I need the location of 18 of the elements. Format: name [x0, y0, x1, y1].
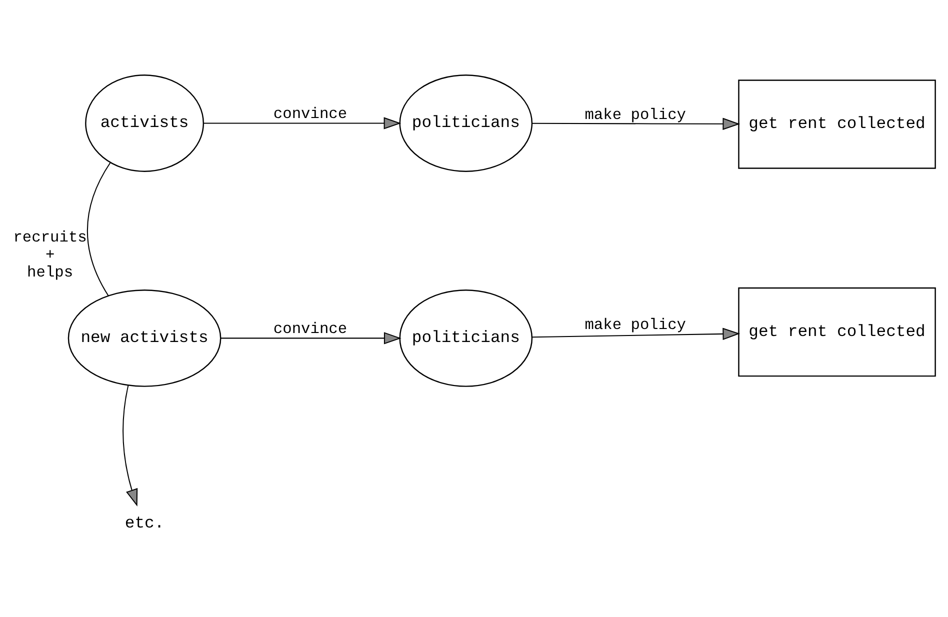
edge-label: convince: [273, 105, 348, 124]
edge-label: convince: [273, 320, 348, 338]
node-box: get rent collected: [738, 80, 936, 169]
arrow: [532, 328, 740, 340]
node-box: get rent collected: [738, 287, 936, 377]
node-ellipse: activists: [85, 74, 204, 172]
node-ellipse: new activists: [68, 289, 222, 387]
edge-label: make policy: [584, 316, 686, 334]
arrow: [532, 118, 740, 130]
node-ellipse: politicians: [399, 74, 533, 172]
edge-label: recruits + helps: [13, 228, 87, 282]
arrow: [220, 332, 402, 344]
node-ellipse: politicians: [399, 289, 533, 387]
connector: [86, 162, 111, 296]
node-text: etc.: [124, 513, 164, 532]
edge-label: make policy: [584, 106, 686, 124]
arrow: [204, 117, 402, 130]
arrow: [122, 385, 138, 506]
